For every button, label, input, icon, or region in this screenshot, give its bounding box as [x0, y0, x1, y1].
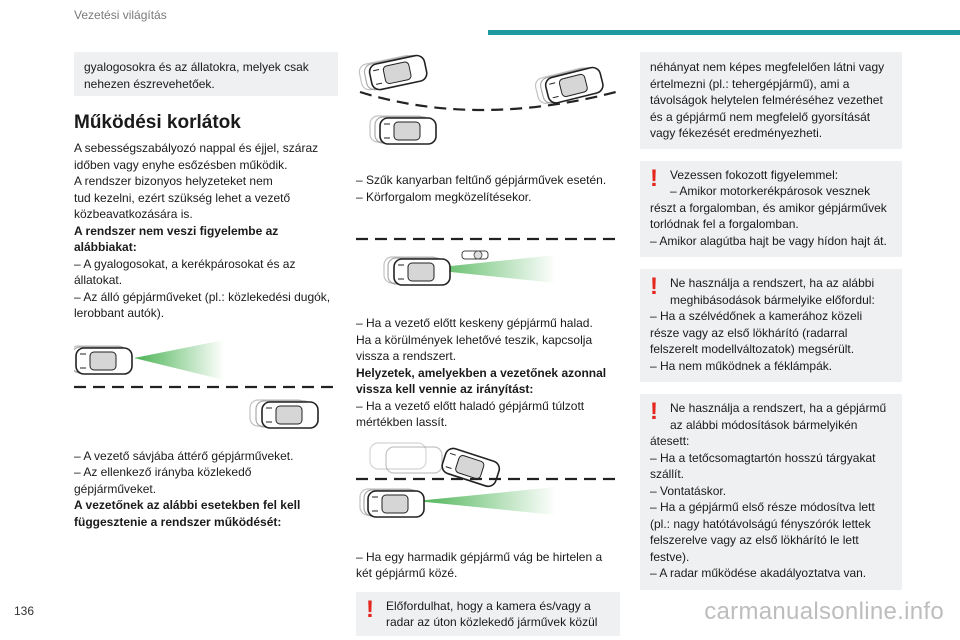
motorcycle-icon	[461, 250, 489, 260]
illustration-cut-in	[356, 439, 620, 529]
warning-box-camera: ! Előfordulhat, hogy a kamera és/vagy a …	[356, 591, 620, 636]
warning-icon: !	[650, 273, 658, 300]
warning-box-faults: ! Ne használja a rendszert, ha az alábbi…	[640, 269, 902, 382]
running-header: Vezetési világítás	[74, 8, 167, 22]
info-box-continuation: néhányat nem képes megfelelően látni vag…	[640, 52, 902, 149]
warning-box-modifications: ! Ne használja a rendszert, ha a gépjárm…	[640, 394, 902, 590]
illustration-lane-change	[74, 336, 338, 436]
illustration-narrow-vehicle	[356, 235, 620, 301]
column-left: gyalogosokra és az állatokra, melyek csa…	[74, 52, 338, 530]
paragraph-vehicles: – A vezető sávjába áttérő gépjárműveket.…	[74, 448, 301, 529]
warning-icon: !	[366, 595, 374, 623]
header-accent-bar	[488, 30, 960, 35]
paragraph-curve: – Szűk kanyarban feltűnő gépjárművek ese…	[356, 173, 607, 204]
intro-box: gyalogosokra és az állatokra, melyek csa…	[74, 52, 338, 96]
watermark: carmanualsonline.info	[704, 598, 944, 625]
illustration-curve	[356, 52, 620, 162]
column-middle: – Szűk kanyarban feltűnő gépjárművek ese…	[356, 52, 620, 636]
paragraph-conditions: A sebességszabályozó nappal és éjjel, sz…	[74, 141, 331, 320]
warning-icon: !	[650, 164, 658, 192]
page-number: 136	[14, 604, 35, 618]
column-right: néhányat nem képes megfelelően látni vag…	[640, 52, 902, 590]
section-heading: Működési korlátok	[74, 112, 241, 133]
warning-box-attention: ! Vezessen fokozott figyelemmel: – Amiko…	[640, 160, 902, 257]
warning-icon: !	[650, 398, 658, 425]
paragraph-narrow: – Ha a vezető előtt keskeny gépjármű hal…	[356, 316, 607, 429]
paragraph-cut-in: – Ha egy harmadik gépjármű vág be hirtel…	[356, 549, 603, 581]
